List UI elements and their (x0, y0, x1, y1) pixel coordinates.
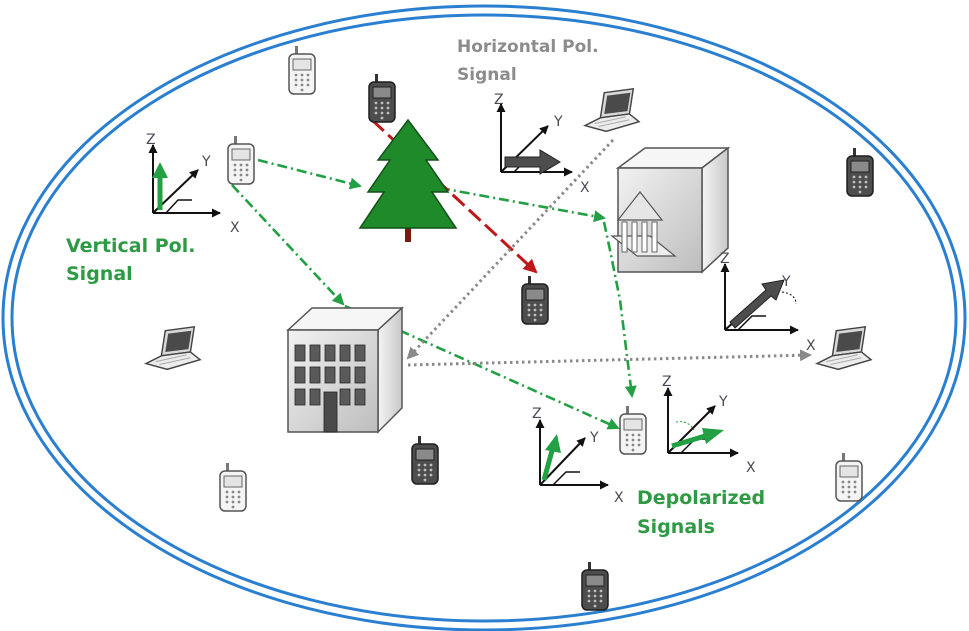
gray-path-building-to-laptop (407, 349, 812, 367)
axis-label-y: Y (201, 154, 211, 170)
axis-label-y: Y (781, 274, 791, 290)
cell-phone-icon (219, 463, 247, 512)
building-icon-bank (610, 146, 731, 274)
laptop-icon (816, 326, 872, 371)
axis-label-z: Z (720, 251, 730, 267)
green-path-phone-to-building (231, 184, 345, 306)
green-path-tree-to-bank (439, 186, 606, 223)
depolarized-label-line2: Signals (637, 516, 715, 538)
green-path-bank-to-phone (602, 221, 637, 398)
axes-icon-vertical (148, 144, 221, 218)
cell-phone-icon (846, 148, 874, 197)
coverage-ellipse-outer (1, 4, 967, 631)
horizontal-pol-label-line1: Horizontal Pol. (457, 37, 599, 57)
vertical-pol-label-line2: Signal (66, 263, 133, 285)
cell-phone-icon (411, 436, 439, 485)
cell-phone-icon (521, 276, 549, 325)
cell-phone-icon (581, 562, 609, 611)
axis-label-x: X (806, 338, 816, 354)
tree-icon (358, 118, 458, 242)
cell-phone-icon (227, 136, 255, 185)
axis-label-z: Z (494, 92, 504, 108)
gray-path-laptop-to-building (406, 138, 615, 360)
devices (145, 46, 874, 611)
axis-label-x: X (230, 220, 240, 236)
horizontal-pol-label-line2: Signal (457, 65, 517, 85)
axis-label-y: Y (718, 394, 728, 410)
axes-icon-rotated (720, 263, 799, 335)
axis-label-z: Z (662, 374, 672, 390)
cell-phone-icon (835, 453, 863, 502)
green-path-phone-to-tree (257, 158, 362, 190)
axis-label-z: Z (532, 406, 542, 422)
axis-label-x: X (614, 490, 624, 506)
axes-icon-depolarized-2 (663, 387, 739, 458)
axis-label-y: Y (589, 430, 599, 446)
depolarized-label-line1: Depolarized (637, 487, 765, 509)
axes-icon-depolarized-1 (535, 419, 609, 490)
vertical-pol-label-line1: Vertical Pol. (66, 235, 195, 257)
axis-label-x: X (746, 460, 756, 476)
laptop-icon (145, 326, 201, 371)
coverage-ellipse-inner (10, 13, 958, 623)
axis-label-y: Y (553, 114, 563, 130)
axis-label-x: X (580, 180, 590, 196)
cell-phone-icon (619, 406, 647, 455)
laptop-icon (584, 88, 640, 133)
building-icon-office (286, 306, 404, 434)
axes-icon-horizontal (496, 103, 573, 177)
cell-phone-icon (288, 46, 316, 95)
cell-phone-icon (368, 74, 396, 123)
axis-label-z: Z (146, 132, 156, 148)
